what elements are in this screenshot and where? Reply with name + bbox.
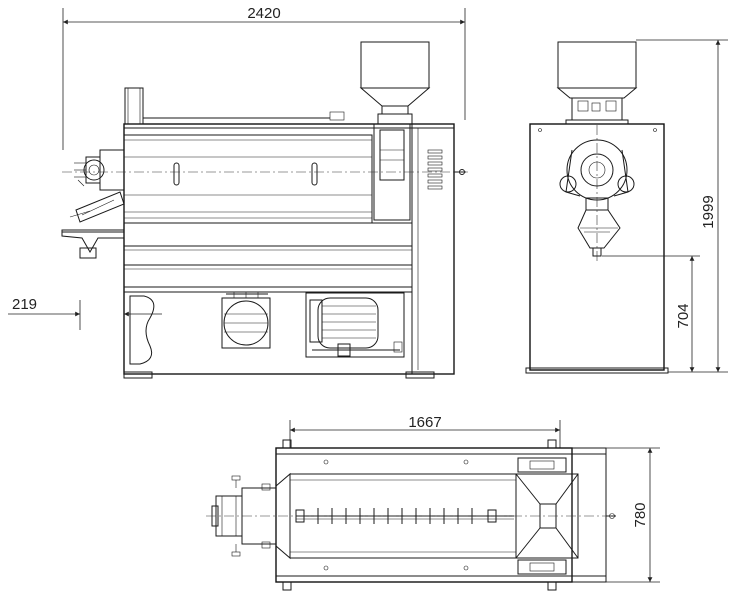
lower-compartment bbox=[129, 292, 271, 365]
dimension-label-1999: 1999 bbox=[700, 195, 717, 228]
dimension-frame-length: 1667 bbox=[289, 414, 561, 448]
vent-grille bbox=[427, 149, 443, 190]
control-cabinet bbox=[411, 123, 455, 375]
front-view: 2420 bbox=[8, 5, 470, 379]
side-hopper bbox=[557, 41, 637, 89]
discharge-chute bbox=[61, 229, 125, 259]
dimension-overall-length: 2420 bbox=[62, 5, 466, 150]
drive-motor bbox=[305, 292, 405, 358]
slot bbox=[173, 162, 180, 186]
inlet-motor-assembly bbox=[69, 149, 125, 223]
dimension-label-2420: 2420 bbox=[247, 5, 280, 22]
side-chute bbox=[577, 209, 621, 249]
drum-housing bbox=[123, 134, 373, 224]
top-view: 1667 bbox=[206, 414, 660, 591]
exhaust-stack bbox=[124, 87, 144, 125]
dimension-label-780: 780 bbox=[632, 502, 649, 527]
dimension-frame-width: 780 bbox=[606, 447, 660, 583]
dimension-inlet-offset: 219 bbox=[8, 296, 162, 330]
feed-hopper bbox=[359, 41, 431, 221]
dimension-overall-height: 1999 bbox=[636, 39, 728, 373]
side-view: 1999 704 bbox=[525, 39, 728, 374]
dimension-label-704: 704 bbox=[675, 303, 692, 328]
dimension-label-219: 219 bbox=[12, 296, 37, 313]
dimension-outlet-height: 704 bbox=[602, 255, 700, 372]
dimension-label-1667: 1667 bbox=[408, 414, 441, 431]
base-frame bbox=[275, 447, 573, 583]
slot bbox=[311, 162, 318, 186]
